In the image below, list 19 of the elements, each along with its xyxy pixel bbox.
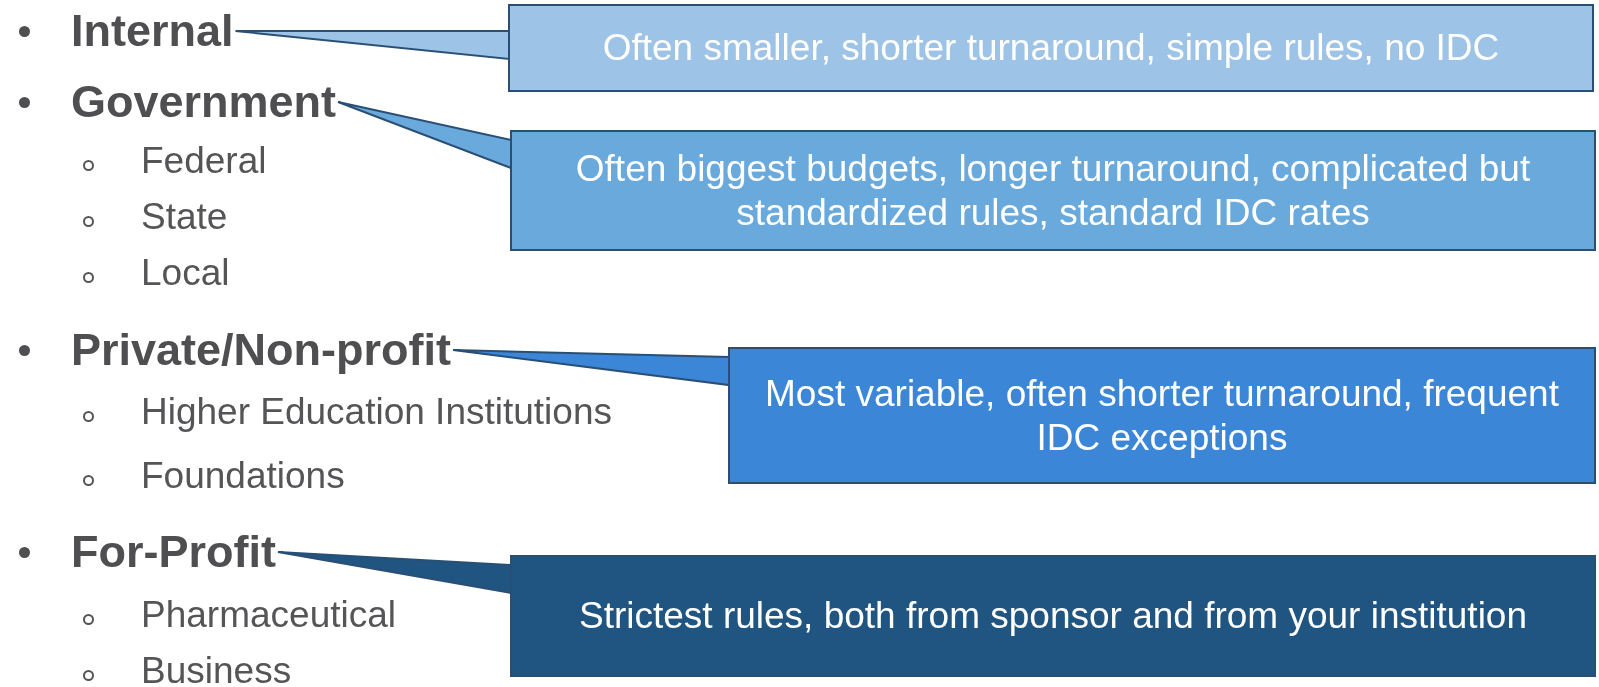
bullet-heading: Internal [71, 6, 234, 56]
bullet-heading: Private/Non-profit [71, 325, 452, 375]
callout-pointer [452, 349, 730, 387]
callout-box: Most variable, often shorter turnaround, frequent IDC exceptions [728, 347, 1596, 484]
sub-item: Federal [141, 140, 267, 182]
callout-pointer [337, 101, 512, 170]
callout-pointer [276, 551, 512, 595]
callout-box: Often smaller, shorter turnaround, simple rules, no IDC [508, 4, 1594, 92]
sub-item: Foundations [141, 455, 345, 497]
sub-item: Business [141, 650, 292, 687]
bullet-heading: For-Profit [71, 527, 276, 577]
sub-item: Pharmaceutical [141, 594, 396, 636]
sub-item: Higher Education Institutions [141, 391, 612, 433]
callout-box: Often biggest budgets, longer turnaround, complicated but standardized rules, standard IDC rates [510, 130, 1596, 251]
callout-pointer [234, 30, 510, 61]
sub-item: State [141, 196, 228, 238]
bullet-heading: Government [71, 77, 337, 127]
sub-item: Local [141, 252, 230, 294]
callout-box: Strictest rules, both from sponsor and from your institution [510, 555, 1596, 677]
